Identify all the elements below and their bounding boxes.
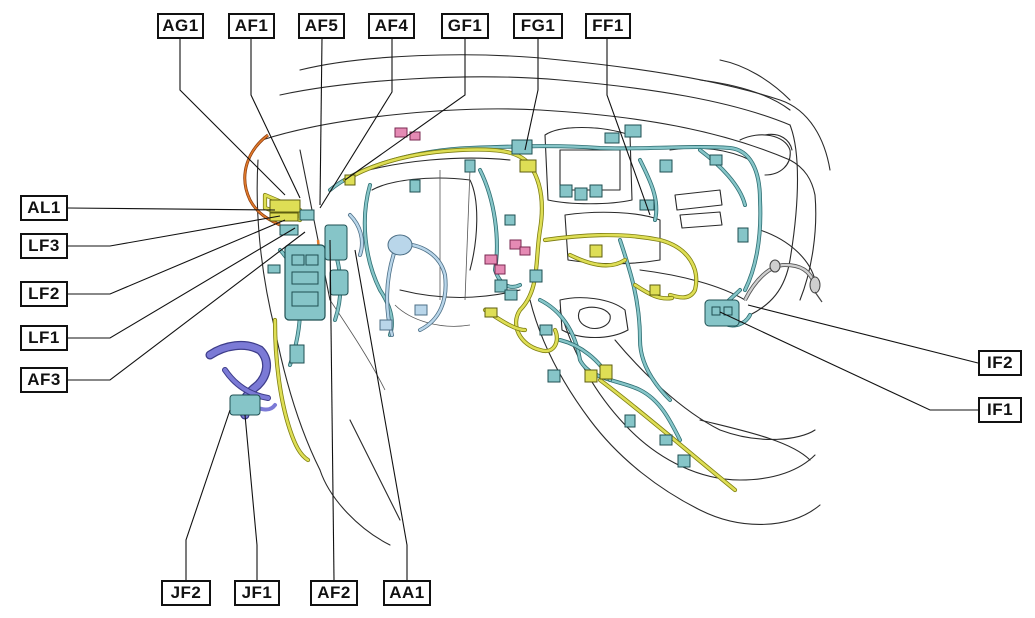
connectors bbox=[344, 124, 749, 468]
label-af3: AF3 bbox=[20, 367, 68, 393]
label-lf1: LF1 bbox=[20, 325, 68, 351]
label-af4: AF4 bbox=[368, 13, 415, 39]
label-jf1: JF1 bbox=[234, 580, 280, 606]
label-al1: AL1 bbox=[20, 195, 68, 221]
label-aa1: AA1 bbox=[383, 580, 431, 606]
label-if2: IF2 bbox=[978, 350, 1022, 376]
label-if1: IF1 bbox=[978, 397, 1022, 423]
grey-cable bbox=[743, 259, 823, 303]
label-jf2: JF2 bbox=[161, 580, 211, 606]
label-ff1: FF1 bbox=[585, 13, 631, 39]
label-af2: AF2 bbox=[310, 580, 358, 606]
label-af1: AF1 bbox=[228, 13, 275, 39]
leader-lines bbox=[67, 37, 979, 581]
label-ag1: AG1 bbox=[157, 13, 204, 39]
label-af5: AF5 bbox=[298, 13, 345, 39]
label-gf1: GF1 bbox=[441, 13, 489, 39]
yellow-harness bbox=[262, 147, 738, 493]
label-fg1: FG1 bbox=[513, 13, 563, 39]
label-lf2: LF2 bbox=[20, 281, 68, 307]
blue-harness bbox=[278, 144, 763, 442]
label-lf3: LF3 bbox=[20, 233, 68, 259]
